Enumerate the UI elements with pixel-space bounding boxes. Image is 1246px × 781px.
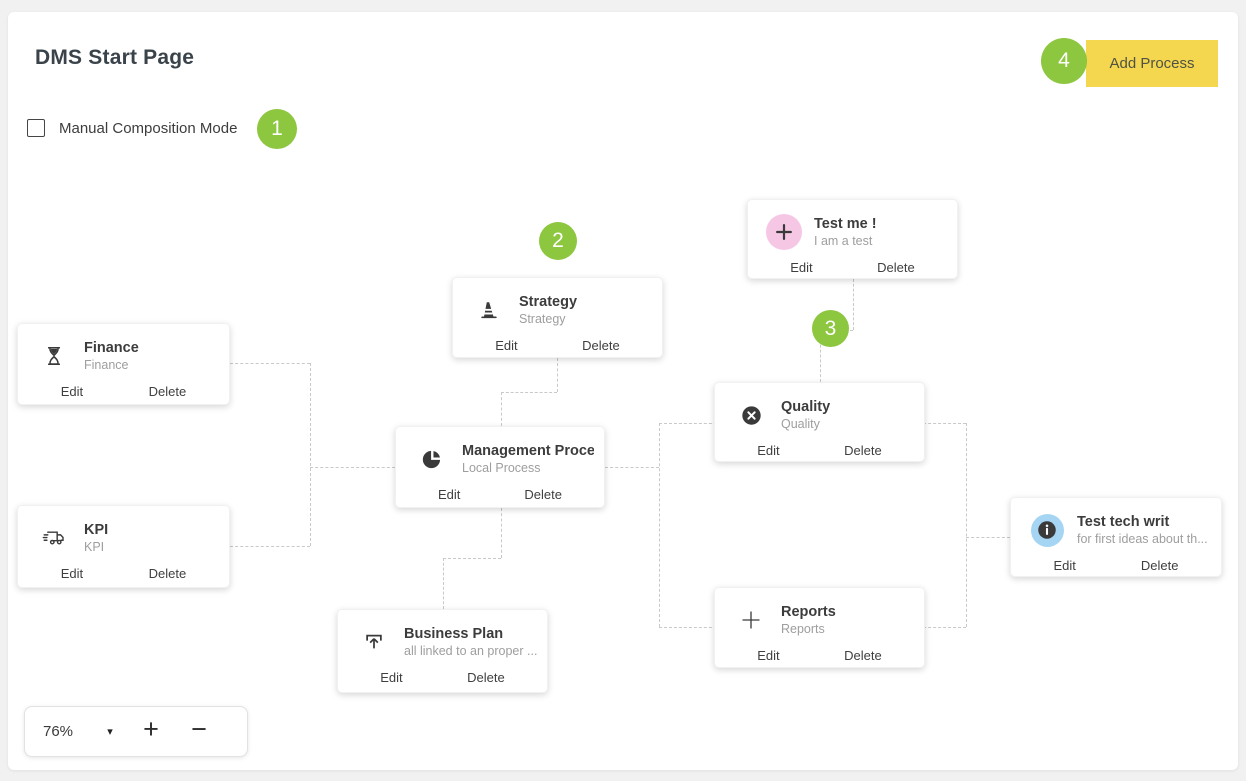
process-subtitle: Reports: [781, 622, 825, 636]
plus-circle-icon: [762, 214, 806, 250]
process-subtitle: for first ideas about th...: [1077, 532, 1208, 546]
process-title: Finance: [84, 340, 139, 356]
add-process-button[interactable]: Add Process: [1086, 40, 1218, 87]
process-title: Management Proces...: [462, 443, 594, 459]
connector-line: [501, 392, 557, 393]
step-annotation-1: 1: [257, 109, 297, 149]
delete-link[interactable]: Delete: [844, 648, 882, 663]
process-title: Business Plan: [404, 626, 504, 642]
pie-chart-icon: [410, 448, 454, 470]
process-subtitle: all linked to an proper ...: [404, 644, 537, 658]
manual-composition-row: Manual Composition Mode: [27, 119, 237, 137]
edit-link[interactable]: Edit: [790, 260, 813, 275]
connector-line: [966, 423, 967, 627]
delete-link[interactable]: Delete: [148, 566, 187, 581]
edit-link[interactable]: Edit: [757, 443, 780, 458]
connector-line: [230, 546, 310, 547]
delete-link[interactable]: Delete: [582, 338, 620, 353]
process-subtitle: I am a test: [814, 234, 873, 248]
hourglass-icon: [32, 345, 76, 367]
connector-line: [230, 363, 310, 364]
process-title: Reports: [781, 604, 836, 620]
process-subtitle: Local Process: [462, 461, 541, 475]
zoom-in-button[interactable]: +: [127, 716, 175, 747]
process-subtitle: KPI: [84, 540, 105, 554]
connector-line: [501, 392, 502, 426]
truck-fast-icon: [32, 527, 76, 549]
edit-link[interactable]: Edit: [60, 384, 84, 399]
connector-line: [659, 423, 660, 627]
edit-link[interactable]: Edit: [757, 648, 780, 663]
process-subtitle: Finance: [84, 358, 129, 372]
process-subtitle: Quality: [781, 417, 820, 431]
connector-line: [310, 467, 395, 468]
connector-line: [605, 467, 659, 468]
manual-composition-label: Manual Composition Mode: [59, 119, 238, 137]
info-circle-icon: [1025, 513, 1069, 547]
connector-line: [443, 558, 444, 609]
zoom-control: 76% ▾ + −: [24, 706, 248, 757]
zoom-level-value[interactable]: 76%: [43, 723, 74, 740]
plus-icon: [729, 608, 773, 632]
connector-line: [501, 508, 502, 558]
manual-composition-checkbox[interactable]: [27, 119, 45, 137]
process-title: KPI: [84, 522, 109, 538]
step-annotation-3: 3: [812, 310, 849, 347]
connector-line: [820, 330, 821, 382]
process-title: Strategy: [519, 294, 578, 310]
step-annotation-4: 4: [1041, 38, 1087, 84]
delete-link[interactable]: Delete: [1140, 558, 1179, 573]
step-annotation-2: 2: [539, 222, 577, 260]
delete-link[interactable]: Delete: [877, 260, 915, 275]
page-title: DMS Start Page: [35, 46, 195, 69]
traffic-cone-icon: [467, 299, 511, 321]
connector-line: [310, 363, 311, 546]
process-card[interactable]: Test tech writ for first ideas about th..…: [1010, 497, 1222, 577]
edit-link[interactable]: Edit: [495, 338, 518, 353]
delete-link[interactable]: Delete: [467, 670, 505, 685]
process-title: Test me !: [814, 216, 877, 232]
process-card[interactable]: Business Plan all linked to an proper ...…: [337, 609, 548, 693]
process-title: Test tech writ: [1077, 514, 1170, 530]
process-subtitle: Strategy: [519, 312, 566, 326]
zoom-out-button[interactable]: −: [175, 716, 223, 747]
edit-link[interactable]: Edit: [380, 670, 403, 685]
connector-line: [557, 358, 558, 392]
connector-line: [853, 279, 854, 330]
delete-link[interactable]: Delete: [148, 384, 187, 399]
cross-circle-icon: [729, 405, 773, 426]
edit-link[interactable]: Edit: [1053, 558, 1076, 573]
connector-line: [966, 537, 1010, 538]
delete-link[interactable]: Delete: [524, 487, 562, 502]
edit-link[interactable]: Edit: [438, 487, 461, 502]
delete-link[interactable]: Delete: [844, 443, 882, 458]
edit-link[interactable]: Edit: [60, 566, 84, 581]
process-title: Quality: [781, 399, 831, 415]
upload-icon: [352, 631, 396, 653]
connector-line: [443, 558, 501, 559]
chevron-down-icon[interactable]: ▾: [107, 726, 113, 738]
